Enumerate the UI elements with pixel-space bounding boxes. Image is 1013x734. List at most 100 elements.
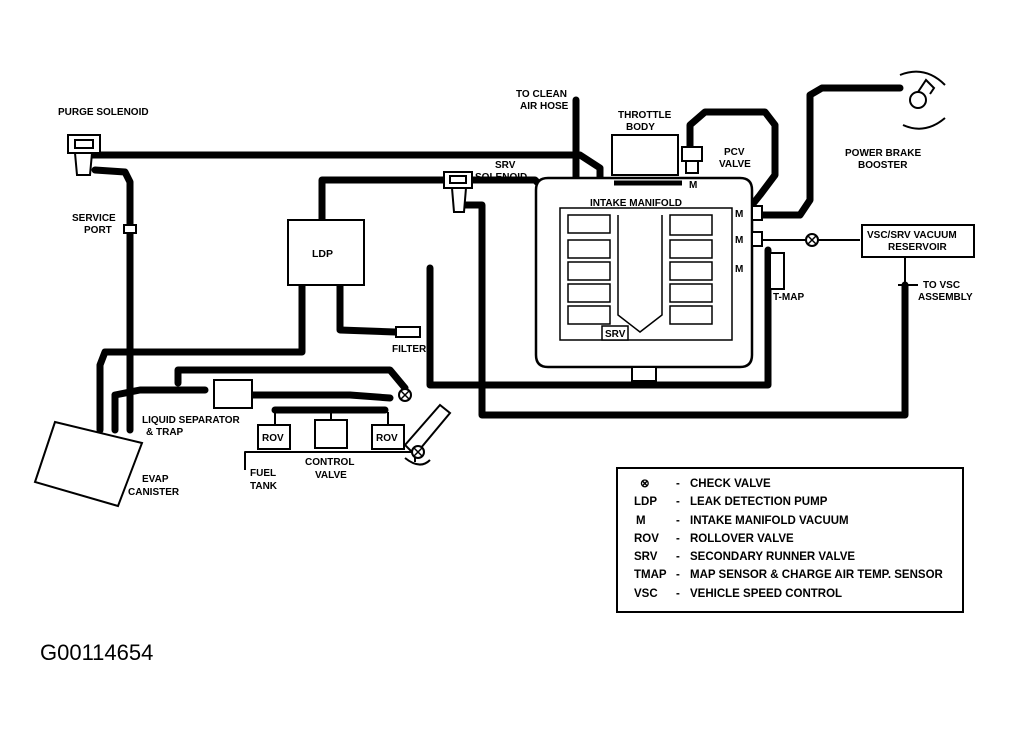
legend-items: ⊗ - CHECK VALVE LDP - LEAK DETECTION PUM… — [634, 478, 944, 600]
pcv-hose — [686, 108, 779, 209]
m-port-1 — [751, 205, 763, 221]
ldp-label: LDP — [312, 248, 333, 260]
legend-code: M — [636, 515, 646, 527]
legend-dash: - — [676, 515, 680, 527]
filter-label: FILTER — [392, 344, 427, 355]
legend-text: CHECK VALVE — [690, 478, 771, 490]
rov-left-label: ROV — [262, 433, 284, 444]
legend-dash: - — [676, 588, 680, 600]
check-valve-reservoir — [805, 233, 819, 247]
control-valve-label-2: VALVE — [315, 470, 347, 481]
legend-dash: - — [676, 478, 680, 490]
valve-stems — [274, 412, 389, 425]
service-port — [123, 224, 137, 234]
legend-item: ⊗ - CHECK VALVE — [640, 478, 771, 490]
legend-code: SRV — [634, 551, 658, 563]
legend-code: ROV — [634, 533, 659, 545]
srv-solenoid-label-2: SOLENOID — [475, 172, 527, 183]
brake-booster-label-2: BOOSTER — [858, 160, 908, 171]
srv-solenoid — [443, 171, 473, 213]
to-vsc-label-2: ASSEMBLY — [918, 292, 973, 303]
ldp-box — [287, 219, 365, 286]
tmap-sensor — [769, 252, 785, 290]
pcv-valve-base — [685, 160, 699, 174]
evap-label-1: EVAP — [142, 474, 169, 485]
to-vsc-line — [898, 257, 918, 295]
fuel-tank-label-1: FUEL — [250, 468, 276, 479]
canister-to-separator-hose — [111, 386, 209, 434]
srv-solenoid-label-1: SRV — [495, 160, 516, 171]
control-valve — [314, 419, 348, 449]
legend-code: ⊗ — [640, 478, 650, 490]
throttle-body-label-1: THROTTLE — [618, 110, 672, 121]
liquid-separator-label-2: & TRAP — [146, 427, 184, 438]
legend-dash: - — [676, 551, 680, 563]
legend-box — [616, 467, 964, 613]
m3-label: M — [735, 264, 743, 275]
filter — [395, 326, 421, 338]
legend-code: TMAP — [634, 569, 667, 581]
throttle-body-label-2: BODY — [626, 122, 655, 133]
legend-dash: - — [676, 496, 680, 508]
legend-text: VEHICLE SPEED CONTROL — [690, 588, 842, 600]
legend-code: LDP — [634, 496, 657, 508]
legend-item: ROV - ROLLOVER VALVE — [634, 533, 794, 545]
reservoir-label-1: VSC/SRV VACUUM — [867, 230, 957, 241]
legend-text: INTAKE MANIFOLD VACUUM — [690, 515, 849, 527]
rail-to-check-valve-hose — [174, 366, 409, 392]
control-valve-label-1: CONTROL — [305, 457, 354, 468]
check-valve-filler — [398, 388, 412, 402]
legend-item: SRV - SECONDARY RUNNER VALVE — [634, 551, 855, 563]
legend-dash: - — [676, 569, 680, 581]
check-valve-lower — [411, 445, 425, 459]
legend-code: VSC — [634, 588, 658, 600]
tmap-loop-hose — [426, 246, 772, 389]
brake-booster-hose — [758, 84, 904, 219]
evap-canister — [33, 420, 144, 508]
evap-label-2: CANISTER — [128, 487, 180, 498]
pcv-label-2: VALVE — [719, 159, 751, 170]
fuel-filler-neck — [403, 403, 452, 466]
tmap-label: T-MAP — [773, 292, 804, 303]
legend-item: M - INTAKE MANIFOLD VACUUM — [636, 515, 849, 527]
intake-manifold-label: INTAKE MANIFOLD — [590, 198, 682, 209]
liquid-separator-label-1: LIQUID SEPARATOR — [142, 415, 241, 426]
m2-label: M — [735, 235, 743, 246]
m-top-label: M — [689, 180, 697, 191]
srv-solenoid-hose — [461, 201, 909, 419]
purge-to-canister-hose — [91, 166, 134, 434]
vsc-srv-reservoir — [861, 224, 975, 258]
purge-solenoid-label: PURGE SOLENOID — [58, 107, 149, 118]
purge-solenoid — [67, 134, 101, 176]
srv-inner-label: SRV — [605, 329, 626, 340]
brake-booster-label-1: POWER BRAKE — [845, 148, 921, 159]
legend-text: ROLLOVER VALVE — [690, 533, 794, 545]
separator-to-valves-hose — [246, 391, 394, 402]
service-port-label-1: SERVICE — [72, 213, 116, 224]
legend-item: LDP - LEAK DETECTION PUMP — [634, 496, 828, 508]
legend-text: SECONDARY RUNNER VALVE — [690, 551, 855, 563]
ldp-to-filter-hose — [336, 281, 399, 336]
legend-dash: - — [676, 533, 680, 545]
legend-item: VSC - VEHICLE SPEED CONTROL — [634, 588, 842, 600]
pcv-valve — [681, 146, 703, 162]
throttle-body — [611, 134, 679, 176]
pcv-label-1: PCV — [724, 147, 745, 158]
m1-label: M — [735, 209, 743, 220]
to-vsc-label-1: TO VSC — [923, 280, 960, 291]
legend-text: LEAK DETECTION PUMP — [690, 496, 828, 508]
vacuum-hoses — [88, 84, 909, 434]
figure-code: G00114654 — [40, 640, 153, 665]
rov-right-label: ROV — [376, 433, 398, 444]
service-port-label-2: PORT — [84, 225, 112, 236]
intake-manifold — [534, 176, 754, 382]
legend-item: TMAP - MAP SENSOR & CHARGE AIR TEMP. SEN… — [634, 569, 944, 581]
clean-air-label-2: AIR HOSE — [520, 101, 569, 112]
clean-air-label-1: TO CLEAN — [516, 89, 567, 100]
fuel-tank-label-2: TANK — [250, 481, 278, 492]
m-port-2 — [751, 231, 763, 247]
liquid-separator — [213, 379, 253, 409]
power-brake-booster — [899, 70, 946, 130]
legend-text: MAP SENSOR & CHARGE AIR TEMP. SENSOR — [690, 569, 944, 581]
